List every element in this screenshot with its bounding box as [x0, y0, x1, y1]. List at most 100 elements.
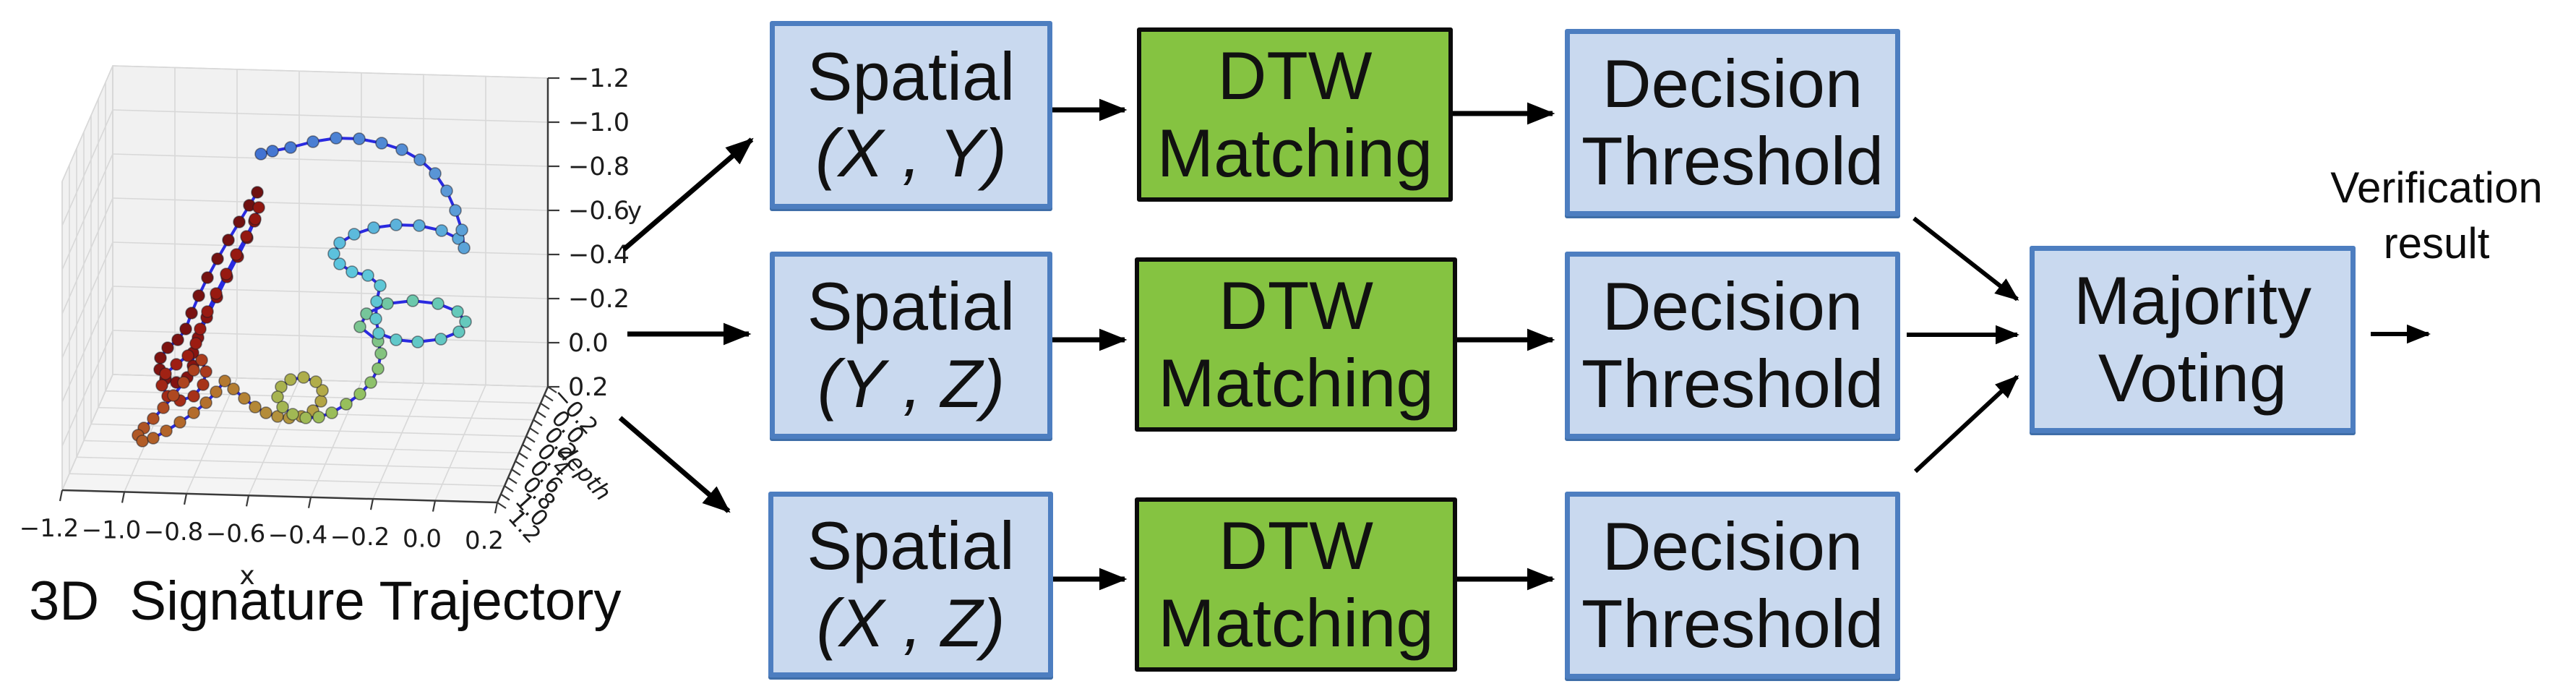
y-tick-label: 0.2	[568, 373, 609, 402]
trajectory-point	[201, 271, 214, 284]
verification-result-line2: result	[2383, 218, 2490, 268]
trajectory-point	[177, 376, 190, 389]
node-dtw-3-label-line2: Matching	[1158, 584, 1434, 661]
trajectory-point	[187, 406, 200, 419]
trajectory-point	[375, 137, 388, 150]
y-tick-label: −0.2	[568, 285, 630, 314]
node-spatial-yz-label: Spatial	[807, 268, 1016, 345]
trajectory-point	[170, 358, 183, 371]
trajectory-point	[353, 132, 366, 145]
node-decision-3-label-line1: Decision	[1602, 508, 1863, 585]
trajectory-point	[432, 297, 445, 310]
trajectory-point	[372, 327, 385, 340]
trajectory-point	[210, 287, 223, 300]
trajectory-point	[147, 412, 160, 425]
trajectory-point	[157, 401, 170, 414]
trajectory-point	[459, 315, 472, 328]
node-decision-1: Decision Threshold	[1565, 29, 1900, 216]
trajectory-point	[284, 141, 297, 154]
trajectory-point	[434, 333, 447, 346]
trajectory-point	[173, 416, 186, 429]
trajectory-point	[458, 241, 471, 254]
arrow-decision1-to-majority	[1912, 216, 2019, 301]
node-dtw-1-label-line2: Matching	[1156, 114, 1433, 191]
x-tick-label: −0.6	[206, 519, 266, 548]
node-spatial-yz-axes: (Y , Z)	[817, 345, 1005, 421]
x-tick-label: −0.8	[144, 518, 204, 547]
trajectory-point	[211, 252, 224, 265]
node-decision-1-label-line2: Threshold	[1581, 122, 1884, 199]
node-majority-label-line2: Voting	[2098, 339, 2288, 416]
trajectory-point	[406, 294, 419, 307]
trajectory-point	[374, 279, 387, 292]
trajectory-point	[136, 435, 149, 448]
y-tick-label: −1.0	[568, 108, 630, 137]
trajectory-point	[167, 389, 180, 402]
trajectory-point	[222, 234, 235, 247]
node-dtw-3: DTW Matching	[1135, 497, 1457, 672]
trajectory-markers	[132, 132, 472, 448]
trajectory-point	[374, 347, 387, 360]
x-tick-label: −1.2	[20, 514, 80, 543]
node-spatial-xy: Spatial (X , Y)	[770, 21, 1052, 209]
trajectory-point	[340, 398, 353, 411]
trajectory-point	[179, 322, 192, 335]
trajectory-point	[252, 201, 265, 214]
y-tick-label: 0.0	[568, 329, 609, 358]
node-dtw-2-label-line2: Matching	[1158, 344, 1434, 421]
trajectory-point	[312, 411, 325, 424]
trajectory-point	[154, 351, 167, 364]
x-tick-label: 0.0	[403, 525, 442, 554]
trajectory-point	[372, 362, 385, 375]
trajectory-point	[181, 349, 194, 362]
trajectory-point	[299, 411, 312, 424]
node-dtw-1-label-line1: DTW	[1217, 38, 1373, 114]
node-spatial-xy-label: Spatial	[807, 38, 1016, 114]
trajectory-point	[413, 219, 426, 232]
trajectory-point	[390, 333, 403, 346]
trajectory-point	[195, 354, 208, 367]
node-dtw-3-label-line1: DTW	[1218, 508, 1374, 584]
y-axis-label: y	[627, 197, 642, 226]
trajectory-point	[230, 248, 243, 261]
trajectory-point	[238, 392, 251, 405]
trajectory-point	[381, 297, 394, 310]
node-majority-voting: Majority Voting	[2030, 246, 2356, 433]
trajectory-point	[370, 295, 383, 308]
trajectory-point	[266, 145, 279, 158]
arrow-decision3-to-majority	[1913, 375, 2019, 474]
trajectory-point	[249, 401, 262, 414]
trajectory-point	[276, 401, 289, 414]
trajectory-point	[161, 341, 174, 354]
trajectory-point	[284, 373, 297, 386]
trajectory-point	[390, 218, 403, 231]
x-axis-label: x	[239, 561, 254, 591]
y-tick-label: −0.8	[568, 153, 630, 181]
trajectory-point	[251, 186, 264, 199]
node-decision-1-label-line1: Decision	[1602, 46, 1863, 122]
x-tick-label: −0.2	[330, 523, 390, 552]
node-spatial-xz-label: Spatial	[807, 508, 1015, 584]
trajectory-point	[435, 224, 448, 237]
trajectory-point	[227, 382, 240, 395]
trajectory-point	[187, 364, 200, 377]
trajectory-point	[345, 265, 359, 278]
trajectory-point	[199, 365, 212, 378]
trajectory-point	[147, 432, 160, 445]
plot-caption: 3D Signature Trajectory	[29, 570, 622, 632]
node-decision-2-label-line2: Threshold	[1581, 345, 1884, 421]
trajectory-point	[155, 379, 168, 392]
trajectory-point	[395, 143, 408, 156]
trajectory-point	[367, 221, 380, 234]
y-tick-label: −1.2	[568, 64, 630, 93]
node-majority-label-line1: Majority	[2073, 262, 2312, 339]
trajectory-point	[325, 406, 338, 419]
node-decision-3: Decision Threshold	[1565, 492, 1900, 679]
x-tick-label: −0.4	[268, 521, 328, 550]
trajectory-point	[185, 307, 198, 320]
node-decision-3-label-line2: Threshold	[1581, 585, 1884, 662]
verification-result-label: Verification result	[2297, 161, 2576, 272]
